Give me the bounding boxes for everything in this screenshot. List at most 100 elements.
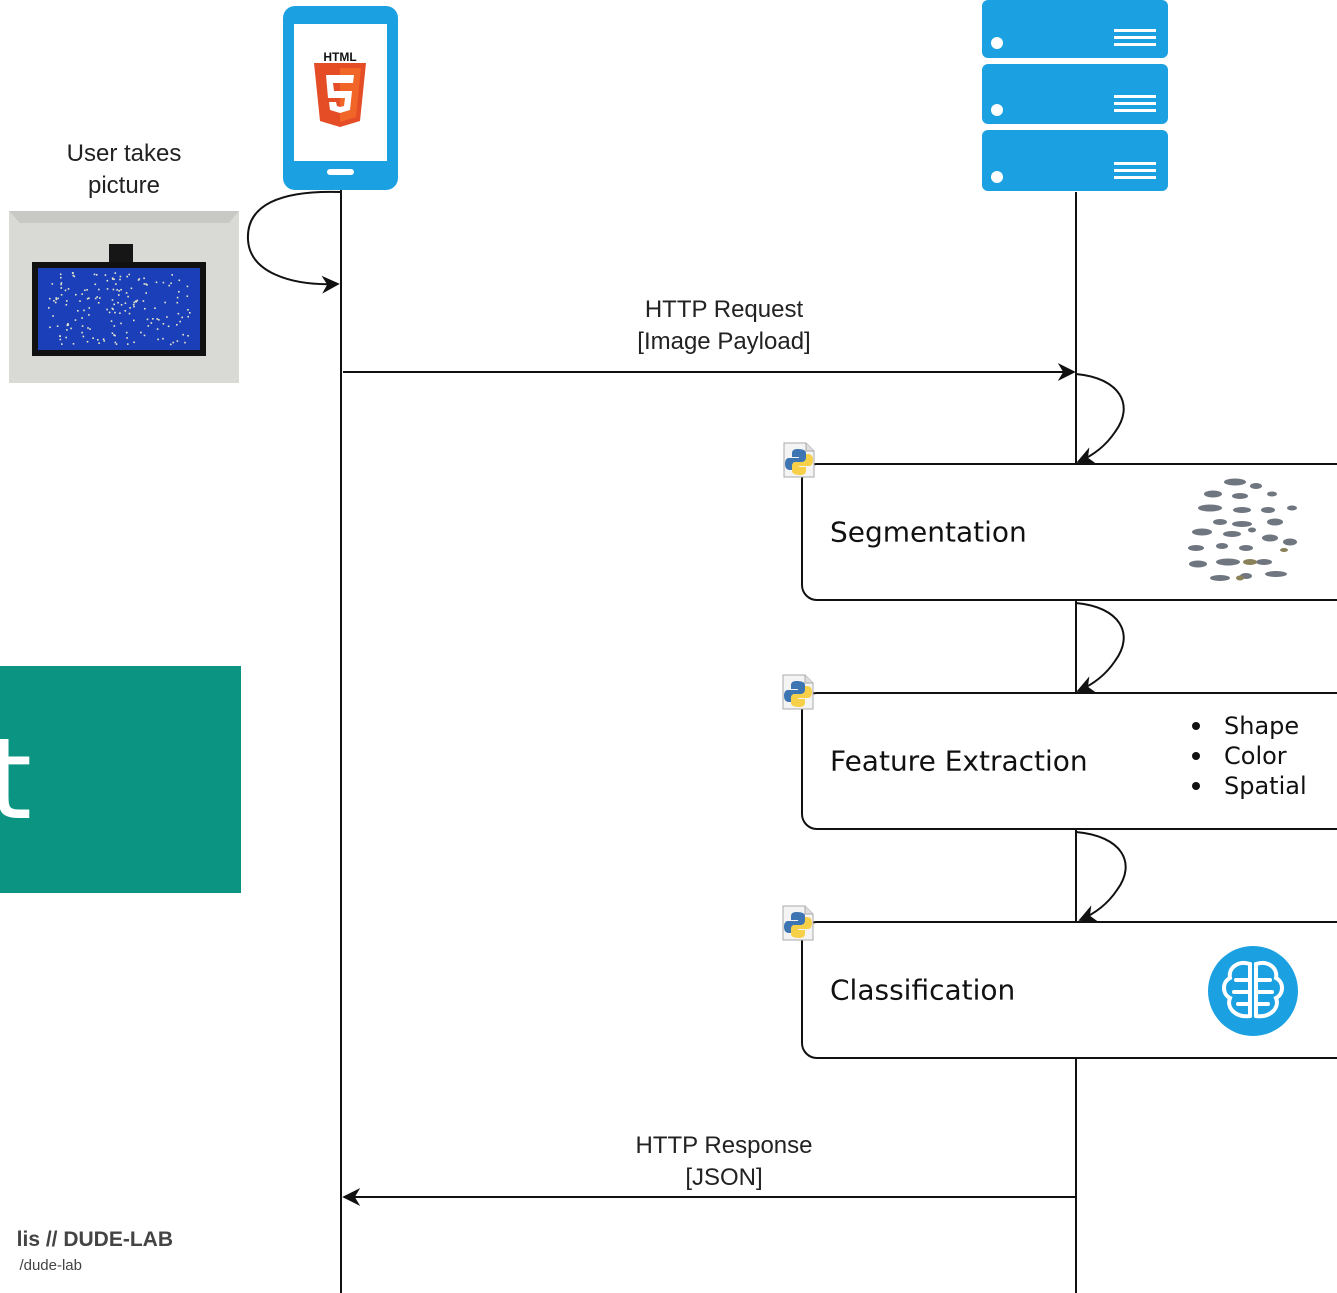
- footer-subtitle: /dude-lab: [19, 1257, 82, 1274]
- photo-speckle: [66, 324, 69, 327]
- photo-speckle: [65, 336, 67, 339]
- photo-speckle: [155, 281, 158, 284]
- photo-speckle: [112, 288, 115, 291]
- html5-logo-icon: HTML: [314, 50, 366, 127]
- photo-speckle: [114, 311, 116, 314]
- photo-speckle: [113, 325, 116, 327]
- photo-speckle: [187, 315, 189, 318]
- photo-speckle: [54, 301, 57, 304]
- photo-speckle: [119, 312, 121, 314]
- photo-speckle: [48, 307, 50, 309]
- photo-speckle: [162, 281, 165, 284]
- photo-speckle: [70, 327, 72, 330]
- photo-speckle: [60, 276, 62, 279]
- photo-speckle: [65, 304, 68, 306]
- photo-speckle: [186, 285, 189, 288]
- photo-speckle: [49, 297, 51, 300]
- photo-speckle: [106, 308, 108, 311]
- photo-speckle: [113, 278, 115, 281]
- brain-icon: [1208, 946, 1298, 1036]
- photo-speckle: [75, 293, 77, 296]
- photo-speckle: [133, 305, 135, 308]
- photo-speckle: [97, 302, 100, 304]
- photo-speckle: [59, 338, 62, 341]
- photo-speckle: [81, 293, 83, 295]
- photo-speckle: [162, 337, 164, 340]
- photo-speckle: [82, 335, 85, 338]
- photo-speckle: [52, 315, 54, 317]
- photo-speckle: [176, 340, 179, 342]
- photo-speckle: [61, 343, 63, 345]
- photo-speckle: [128, 312, 131, 315]
- photo-speckle: [113, 303, 115, 306]
- photo-speckle: [81, 331, 83, 334]
- photo-speckle: [186, 295, 189, 297]
- photo-speckle: [99, 297, 101, 299]
- photo-speckle: [60, 294, 63, 296]
- photo-speckle: [184, 341, 186, 344]
- photo-speckle: [132, 303, 135, 306]
- segmented-particles-icon: [1188, 478, 1297, 581]
- photo-speckle: [67, 324, 69, 326]
- photo-speckle: [72, 343, 75, 345]
- photo-speckle: [179, 320, 181, 323]
- feature-list: Shape Color Spatial: [1190, 711, 1307, 801]
- photo-speckle: [79, 300, 81, 302]
- photo-speckle: [146, 284, 148, 286]
- photo-speckle: [167, 325, 170, 328]
- photo-speckle: [94, 297, 97, 300]
- photo-speckle: [88, 297, 90, 299]
- python-icon: [783, 442, 815, 478]
- photo-speckle: [97, 339, 99, 341]
- photo-speckle: [138, 278, 141, 280]
- photo-speckle: [129, 307, 131, 309]
- photo-speckle: [111, 299, 114, 301]
- photo-speckle: [189, 312, 191, 314]
- photo-speckle: [157, 338, 159, 341]
- photo-speckle: [128, 273, 130, 276]
- photo-speckle: [77, 310, 79, 312]
- photo-speckle: [178, 279, 181, 282]
- photo-speckle: [170, 343, 172, 346]
- photo-speckle: [142, 300, 145, 302]
- photo-speckle: [110, 320, 113, 322]
- photo-speckle: [164, 301, 166, 304]
- photo-speckle: [118, 290, 120, 292]
- photo-speckle: [120, 304, 123, 306]
- photo-speckle: [98, 288, 100, 291]
- python-icon: [782, 674, 814, 710]
- teal-overlay-panel: t: [0, 666, 241, 893]
- photo-speckle: [86, 297, 89, 300]
- photo-speckle: [178, 291, 180, 293]
- photo-speckle: [112, 278, 114, 280]
- photo-speckle: [49, 326, 51, 329]
- photo-speckle: [156, 328, 159, 330]
- photo-speckle: [126, 275, 128, 278]
- photo-speckle: [187, 309, 189, 311]
- feature-extraction-step: Feature Extraction: [801, 692, 1337, 830]
- photo-speckle: [56, 325, 59, 327]
- server-loop-arrow-2: [1075, 602, 1125, 693]
- photo-speckle: [72, 274, 75, 277]
- photo-speckle: [133, 341, 135, 344]
- photo-speckle: [144, 307, 146, 310]
- photo-speckle: [136, 299, 139, 302]
- photo-speckle: [162, 323, 165, 325]
- photo-speckle: [168, 284, 170, 287]
- photo-speckle: [60, 283, 62, 286]
- photo-speckle: [55, 298, 58, 301]
- photo-speckle: [137, 279, 140, 281]
- server-loop-arrow-1: [1075, 373, 1125, 464]
- photo-speckle: [114, 272, 117, 274]
- photo-speckle: [93, 273, 96, 276]
- teal-panel-text: t: [0, 715, 32, 845]
- python-icon: [782, 905, 814, 941]
- photo-speckle: [120, 288, 122, 291]
- photo-speckle: [120, 322, 122, 325]
- photo-speckle: [66, 300, 68, 302]
- photo-speckle: [84, 289, 86, 292]
- photo-speckle: [98, 342, 100, 344]
- photo-speckle: [106, 279, 109, 282]
- photo-speckle: [59, 335, 61, 337]
